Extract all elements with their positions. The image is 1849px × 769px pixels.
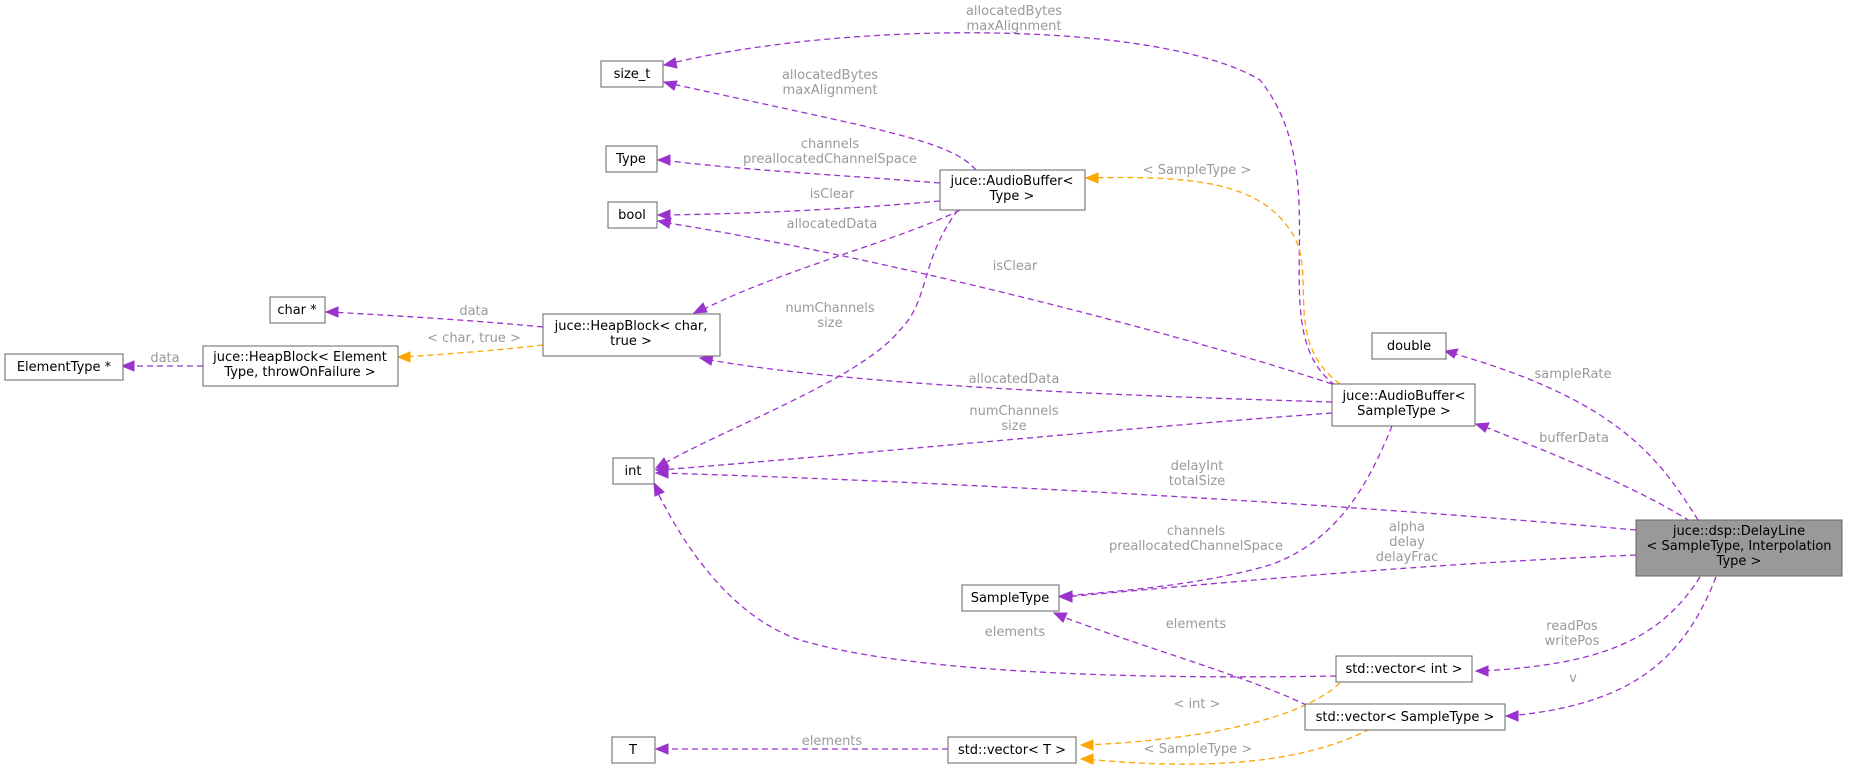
edge-hb-char-data: data — [324, 304, 544, 328]
svg-text:double: double — [1387, 339, 1431, 354]
edge-ab-t-isClear: isClear — [656, 187, 941, 221]
edge-vi-template: < int > — [1079, 682, 1341, 751]
svg-text:juce::HeapBlock< ElementType,: juce::HeapBlock< ElementType, throwOnFai… — [212, 350, 387, 380]
node-t[interactable]: T — [611, 736, 656, 764]
edge-label-vs-template: < SampleType > — [1144, 742, 1253, 757]
edge-vi-elements: elements — [653, 481, 1337, 678]
edge-label-sampleRate: sampleRate — [1534, 367, 1611, 382]
svg-text:char *: char * — [277, 303, 317, 318]
node-type[interactable]: Type — [605, 145, 658, 173]
edge-ab-st-isClear: isClear — [656, 217, 1333, 385]
node-double[interactable]: double — [1371, 332, 1447, 360]
svg-text:std::vector< T >: std::vector< T > — [958, 743, 1066, 758]
edge-label-bufferData: bufferData — [1539, 431, 1609, 446]
svg-text:bool: bool — [618, 208, 646, 223]
edge-vs-elements: elements — [1052, 612, 1317, 711]
edge-label-ab-st-isClear: isClear — [993, 259, 1038, 274]
edge-label-hb-elem-data: data — [150, 351, 179, 366]
edge-bufferData: bufferData — [1474, 422, 1691, 522]
svg-text:juce::dsp::DelayLine< SampleTy: juce::dsp::DelayLine< SampleType, Interp… — [1646, 524, 1831, 569]
edge-label-hb-char-data: data — [459, 304, 488, 319]
node-vector-sampletype[interactable]: std::vector< SampleType > — [1304, 703, 1506, 731]
edge-hb-elem-data: data — [120, 351, 203, 372]
svg-text:Type: Type — [615, 152, 646, 167]
edge-label-ab-t-isClear: isClear — [810, 187, 855, 202]
node-elementtype-ptr[interactable]: ElementType * — [4, 353, 124, 381]
svg-text:juce::AudioBuffer<SampleType >: juce::AudioBuffer<SampleType > — [1341, 389, 1465, 419]
edge-ab-t-allocatedData: allocatedData — [692, 209, 961, 314]
node-vector-t[interactable]: std::vector< T > — [947, 736, 1077, 764]
edge-ab-st-template: < SampleType > — [1084, 163, 1341, 385]
node-char-ptr[interactable]: char * — [269, 296, 326, 324]
node-heapblock-char[interactable]: juce::HeapBlock< char,true > — [542, 313, 721, 357]
node-bool[interactable]: bool — [607, 201, 658, 229]
svg-text:ElementType *: ElementType * — [17, 360, 112, 375]
edge-label-ab-st-template: < SampleType > — [1143, 163, 1252, 178]
node-vector-int[interactable]: std::vector< int > — [1335, 655, 1473, 683]
edge-hb-template: < char, true > — [396, 331, 544, 363]
edge-label-vt-elements: elements — [802, 734, 863, 749]
svg-text:SampleType: SampleType — [971, 591, 1050, 606]
edge-label-vi-elements: elements — [985, 625, 1046, 640]
node-delayline[interactable]: juce::dsp::DelayLine< SampleType, Interp… — [1635, 519, 1843, 577]
edge-vt-elements: elements — [654, 734, 949, 755]
edge-label-v: v — [1569, 671, 1577, 686]
edge-label-vi-template: < int > — [1174, 697, 1221, 712]
edge-ab-st-allocatedData: allocatedData — [698, 354, 1333, 403]
node-int[interactable]: int — [612, 457, 655, 485]
edge-vs-template: < SampleType > — [1079, 728, 1371, 765]
node-audiobuffer-type[interactable]: juce::AudioBuffer<Type > — [939, 169, 1086, 211]
edge-sampleRate: sampleRate — [1443, 348, 1699, 521]
edge-label-hb-template: < char, true > — [427, 331, 521, 346]
svg-text:std::vector< int >: std::vector< int > — [1345, 662, 1462, 677]
node-size-t[interactable]: size_t — [600, 60, 664, 88]
node-audiobuffer-sampletype[interactable]: juce::AudioBuffer<SampleType > — [1331, 383, 1476, 427]
edge-label-ab-t-allocatedData: allocatedData — [787, 217, 878, 232]
edge-label-vs-elements: elements — [1166, 617, 1227, 632]
svg-text:juce::AudioBuffer<Type >: juce::AudioBuffer<Type > — [949, 174, 1073, 204]
svg-text:int: int — [625, 464, 642, 479]
edge-v: v — [1504, 576, 1717, 722]
edge-label-ab-st-allocatedData: allocatedData — [969, 372, 1060, 387]
svg-text:size_t: size_t — [614, 67, 651, 82]
node-sampletype[interactable]: SampleType — [961, 584, 1060, 612]
svg-text:juce::HeapBlock< char,true >: juce::HeapBlock< char,true > — [554, 319, 708, 349]
svg-text:std::vector< SampleType >: std::vector< SampleType > — [1316, 710, 1495, 725]
svg-text:T: T — [628, 743, 637, 758]
